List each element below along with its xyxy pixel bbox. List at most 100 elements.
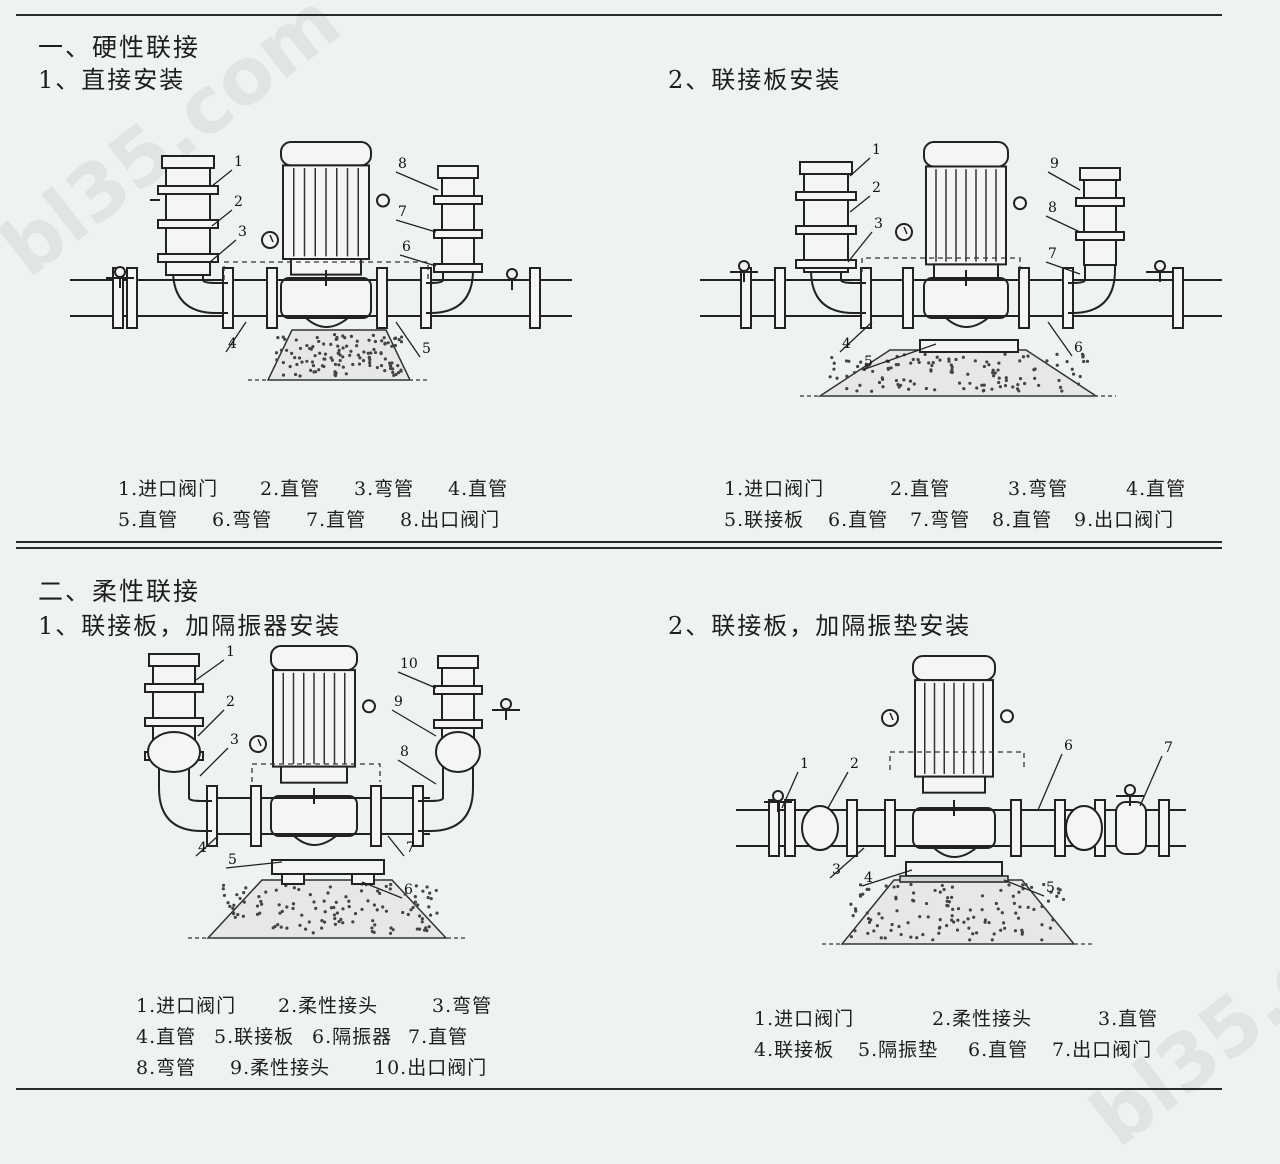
aggregate [865, 911, 869, 915]
aggregate [428, 891, 432, 895]
leader-line [395, 219, 437, 233]
outlet-valve [1115, 801, 1147, 855]
aggregate [255, 912, 260, 916]
aggregate [396, 371, 401, 375]
aggregate [418, 927, 422, 931]
pump-body [923, 270, 1009, 328]
aggregate [1058, 888, 1062, 892]
aggregate [322, 899, 326, 903]
aggregate [916, 357, 920, 362]
aggregate [335, 911, 339, 915]
bypass-line [889, 751, 1025, 770]
aggregate [421, 889, 425, 893]
aggregate [849, 902, 853, 906]
leader-line [225, 321, 247, 353]
aggregate [367, 338, 371, 342]
pressure-gauge-icon [261, 231, 279, 249]
aggregate [293, 372, 298, 377]
aggregate [305, 343, 309, 348]
leader-line [395, 171, 439, 191]
aggregate [961, 355, 965, 359]
aggregate [318, 351, 322, 355]
flexible-joint [1065, 805, 1103, 851]
aggregate [221, 887, 225, 891]
aggregate [896, 382, 900, 387]
handwheel-icon [1154, 260, 1166, 272]
aggregate [384, 909, 389, 913]
foundation-block [840, 879, 1076, 945]
leader-line [195, 659, 225, 681]
callout-number: 3 [230, 732, 239, 748]
aggregate [406, 912, 410, 917]
aggregate [323, 352, 328, 356]
motor-base [280, 765, 348, 784]
pressure-gauge-icon [889, 712, 894, 721]
aggregate [291, 906, 295, 911]
aggregate [383, 369, 387, 373]
aggregate [329, 906, 333, 910]
valve-flange [795, 191, 857, 201]
aggregate [295, 362, 299, 367]
aggregate [368, 360, 372, 365]
aggregate [281, 360, 285, 365]
aggregate [276, 923, 280, 927]
aggregate [918, 915, 922, 919]
aggregate [880, 916, 884, 920]
aggregate [1003, 383, 1008, 388]
aggregate [334, 900, 338, 904]
callout-number: 7 [1048, 246, 1057, 262]
aggregate [997, 376, 1001, 380]
flange [740, 267, 752, 329]
aggregate [935, 355, 939, 359]
legend-item: 2.柔性接头 [278, 995, 379, 1017]
aggregate [420, 920, 424, 924]
aggregate [1012, 901, 1017, 905]
aggregate [832, 361, 836, 365]
legend-item: 4.直管 [136, 1026, 197, 1048]
aggregate [290, 351, 294, 355]
aggregate [937, 926, 942, 930]
leader-line [209, 239, 237, 263]
pump-body [280, 270, 372, 328]
concrete-foundation [248, 329, 430, 381]
aggregate [992, 374, 996, 378]
aggregate [845, 374, 849, 378]
aggregate [853, 907, 858, 911]
aggregate [337, 363, 341, 367]
leader-line [211, 209, 233, 227]
aggregate [285, 926, 289, 930]
aggregate [968, 381, 972, 385]
aggregate [413, 900, 418, 904]
aggregate [980, 894, 985, 898]
callout-number: 3 [238, 224, 247, 240]
concrete-foundation [800, 349, 1116, 397]
leader-line [387, 835, 405, 857]
valve-flange [433, 195, 483, 205]
aggregate [968, 908, 972, 912]
aggregate [883, 936, 887, 940]
aggregate [396, 363, 400, 368]
flange [784, 799, 796, 857]
aggregate [1058, 385, 1063, 389]
section2-title: 二、柔性联接 [38, 577, 201, 606]
aggregate [434, 888, 438, 893]
aggregate [1020, 930, 1025, 934]
aggregate [1032, 907, 1036, 912]
aggregate [938, 890, 942, 894]
aggregate [388, 361, 392, 365]
aggregate [858, 383, 862, 387]
aggregate [1082, 359, 1086, 364]
aggregate [1033, 367, 1037, 371]
aggregate [310, 360, 315, 364]
handwheel-icon [772, 790, 784, 802]
elbow-pipe [426, 180, 444, 284]
aggregate [373, 350, 378, 355]
aggregate [351, 362, 355, 367]
